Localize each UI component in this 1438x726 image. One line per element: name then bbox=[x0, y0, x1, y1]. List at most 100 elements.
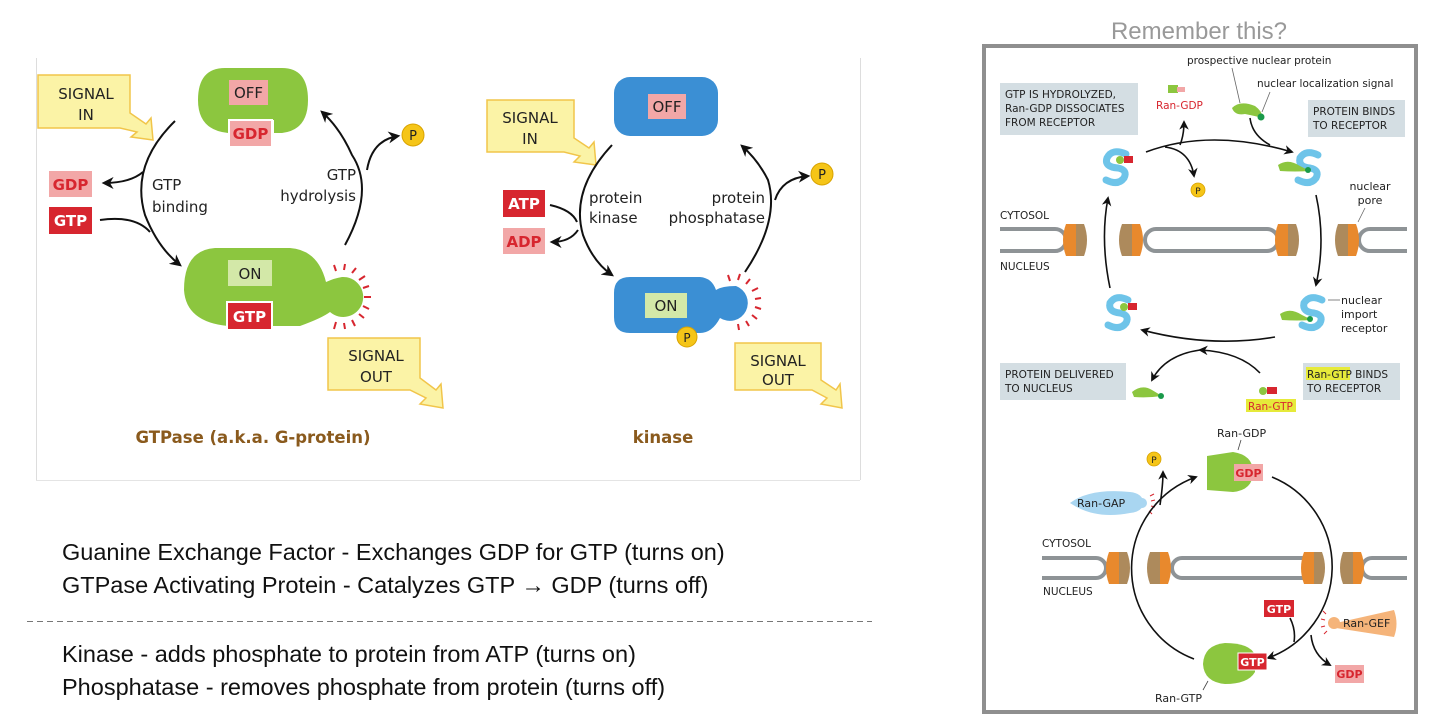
gtp-bound-label: GTP bbox=[1240, 656, 1264, 669]
remember-heading: Remember this? bbox=[1111, 18, 1287, 45]
protein-kinase-label: protein bbox=[589, 189, 642, 207]
box-text: PROTEIN BINDS bbox=[1313, 106, 1395, 118]
kinase-title: kinase bbox=[633, 428, 694, 447]
hydrolyzed-info-box bbox=[1000, 83, 1138, 135]
on-label: ON bbox=[238, 265, 261, 283]
gtpase-on-protein: ON GTP bbox=[184, 248, 371, 331]
nuclear-pore-icon bbox=[1335, 224, 1359, 256]
ran-gap-label: Ran-GAP bbox=[1077, 497, 1126, 510]
import-receptor-with-ran-icon bbox=[1104, 294, 1137, 332]
cycle-arrow-left bbox=[1101, 196, 1112, 289]
nuclear-pore-icon bbox=[1147, 552, 1171, 584]
gtp-binding-label: binding bbox=[152, 198, 208, 216]
signal-in-callout: SIGNAL IN bbox=[486, 99, 597, 166]
kinase-on-protein: ON P bbox=[614, 273, 762, 348]
phosphate-release-arrow bbox=[366, 131, 401, 171]
signal-in-label: SIGNAL bbox=[502, 109, 558, 127]
gdp-released-label: GDP bbox=[1336, 668, 1362, 681]
signal-out-callout: SIGNAL OUT bbox=[734, 342, 843, 409]
gtp-in-label: GTP bbox=[1267, 603, 1291, 616]
nuclear-pore-icon bbox=[1301, 552, 1325, 584]
gdp-released-label: GDP bbox=[53, 176, 89, 194]
phosphate-release-arrow bbox=[774, 170, 811, 201]
import-receptor-with-cargo-icon bbox=[1280, 294, 1340, 332]
atp-enter-arrow bbox=[549, 204, 578, 223]
box-text: PROTEIN DELIVERED bbox=[1005, 369, 1114, 381]
gef-definition: Guanine Exchange Factor - Exchanges GDP … bbox=[62, 539, 725, 565]
gtp-binding-arrow bbox=[140, 120, 182, 267]
activity-rays-icon bbox=[1320, 610, 1328, 635]
gtp-enter-arrow bbox=[99, 217, 151, 233]
nuclear-pore-icon bbox=[1340, 552, 1364, 584]
signal-out-callout: SIGNAL OUT bbox=[327, 337, 444, 409]
signal-in-label: IN bbox=[522, 130, 538, 148]
signal-out-label: SIGNAL bbox=[750, 352, 806, 370]
import-receptor-label: nuclear bbox=[1341, 294, 1383, 307]
adp-release-arrow bbox=[549, 229, 579, 248]
phosphate-label: P bbox=[818, 168, 826, 183]
box-text: GTP IS HYDROLYZED, bbox=[1005, 89, 1116, 101]
gtp-in-box bbox=[49, 207, 92, 234]
phosphate-icon bbox=[1146, 451, 1162, 467]
protein-phosphatase-arrow bbox=[740, 144, 773, 273]
box-text: TO RECEPTOR bbox=[1306, 383, 1381, 395]
phosphate-icon bbox=[810, 162, 834, 186]
kinase-diagram: SIGNAL IN OFF ATP ADP protein kinase pro… bbox=[486, 77, 843, 447]
import-receptor-label: receptor bbox=[1341, 322, 1388, 335]
activity-rays-icon bbox=[333, 263, 371, 330]
protein-phosphatase-label: protein bbox=[712, 189, 765, 207]
cycle-arrow-right bbox=[1312, 194, 1323, 287]
ran-cycle-arrow-right bbox=[1266, 476, 1333, 660]
cytosol-label: CYTOSOL bbox=[1042, 538, 1091, 550]
cycle-arrow-top bbox=[1145, 139, 1294, 155]
signal-out-label: OUT bbox=[762, 371, 795, 389]
nuclear-pore-icon bbox=[1063, 224, 1087, 256]
gtp-bound-label: GTP bbox=[233, 308, 266, 326]
phosphate-icon bbox=[401, 123, 425, 147]
ran-cycle: Ran-GDP GDP P Ran-GAP CYTOSOL NUCLEUS GT… bbox=[1042, 427, 1407, 705]
off-label: OFF bbox=[652, 98, 681, 116]
gdp-released-box bbox=[1335, 665, 1364, 683]
atp-label: ATP bbox=[508, 195, 540, 213]
gdp-release-arrow bbox=[101, 171, 144, 189]
signal-out-label: SIGNAL bbox=[348, 347, 404, 365]
gdp-released-box bbox=[49, 171, 92, 197]
ran-gdp-label: Ran-GDP bbox=[1156, 100, 1203, 112]
import-receptor-with-cargo-icon bbox=[1278, 149, 1322, 187]
import-receptor-with-ran-icon bbox=[1102, 148, 1133, 187]
ran-cycle-arrow-left bbox=[1130, 475, 1198, 660]
nls-label: nuclear localization signal bbox=[1257, 78, 1393, 90]
nuclear-import-cycle: prospective nuclear protein nuclear loca… bbox=[1000, 55, 1407, 413]
phosphatase-definition: Phosphatase - removes phosphate from pro… bbox=[62, 674, 665, 700]
bound-phosphate-label: P bbox=[683, 331, 690, 345]
nucleus-label: NUCLEUS bbox=[1043, 586, 1093, 598]
box-text: TO RECEPTOR bbox=[1312, 120, 1387, 132]
phosphate-icon bbox=[1190, 182, 1206, 198]
ran-gef-label: Ran-GEF bbox=[1343, 617, 1390, 630]
ran-gap-icon bbox=[1070, 491, 1144, 516]
nuclear-pore-icon bbox=[1119, 224, 1143, 256]
box-text: FROM RECEPTOR bbox=[1005, 117, 1095, 129]
protein-kinase-arrow bbox=[579, 144, 614, 277]
signal-in-callout: SIGNAL IN bbox=[37, 74, 154, 141]
phosphate-label: P bbox=[409, 129, 417, 144]
off-label-box bbox=[648, 94, 686, 119]
gdp-bound-box bbox=[228, 119, 273, 148]
phosphate-label: P bbox=[1151, 456, 1157, 466]
signaling-switch-panel: SIGNAL IN OFF GDP GDP GTP GTP binding GT… bbox=[36, 58, 861, 481]
signal-out-label: OUT bbox=[360, 368, 393, 386]
gtp-binding-label: GTP bbox=[152, 176, 181, 194]
ran-gtp-icon bbox=[1267, 387, 1277, 394]
gtp-in-label: GTP bbox=[54, 212, 87, 230]
box-text: Ran-GDP DISSOCIATES bbox=[1005, 103, 1125, 115]
gdp-bound-label: GDP bbox=[233, 125, 269, 143]
activity-rays-icon bbox=[727, 273, 762, 331]
gtp-hydrolysis-arrow bbox=[320, 110, 363, 246]
on-label-box bbox=[645, 293, 687, 318]
cycle-arrow-bottom bbox=[1140, 327, 1276, 342]
import-receptor-label: import bbox=[1341, 308, 1378, 321]
protein-delivered-info-box bbox=[1000, 363, 1126, 400]
gtp-hydrolysis-label: GTP bbox=[327, 166, 356, 184]
gap-definition: GTPase Activating Protein - Catalyzes GT… bbox=[62, 572, 709, 598]
